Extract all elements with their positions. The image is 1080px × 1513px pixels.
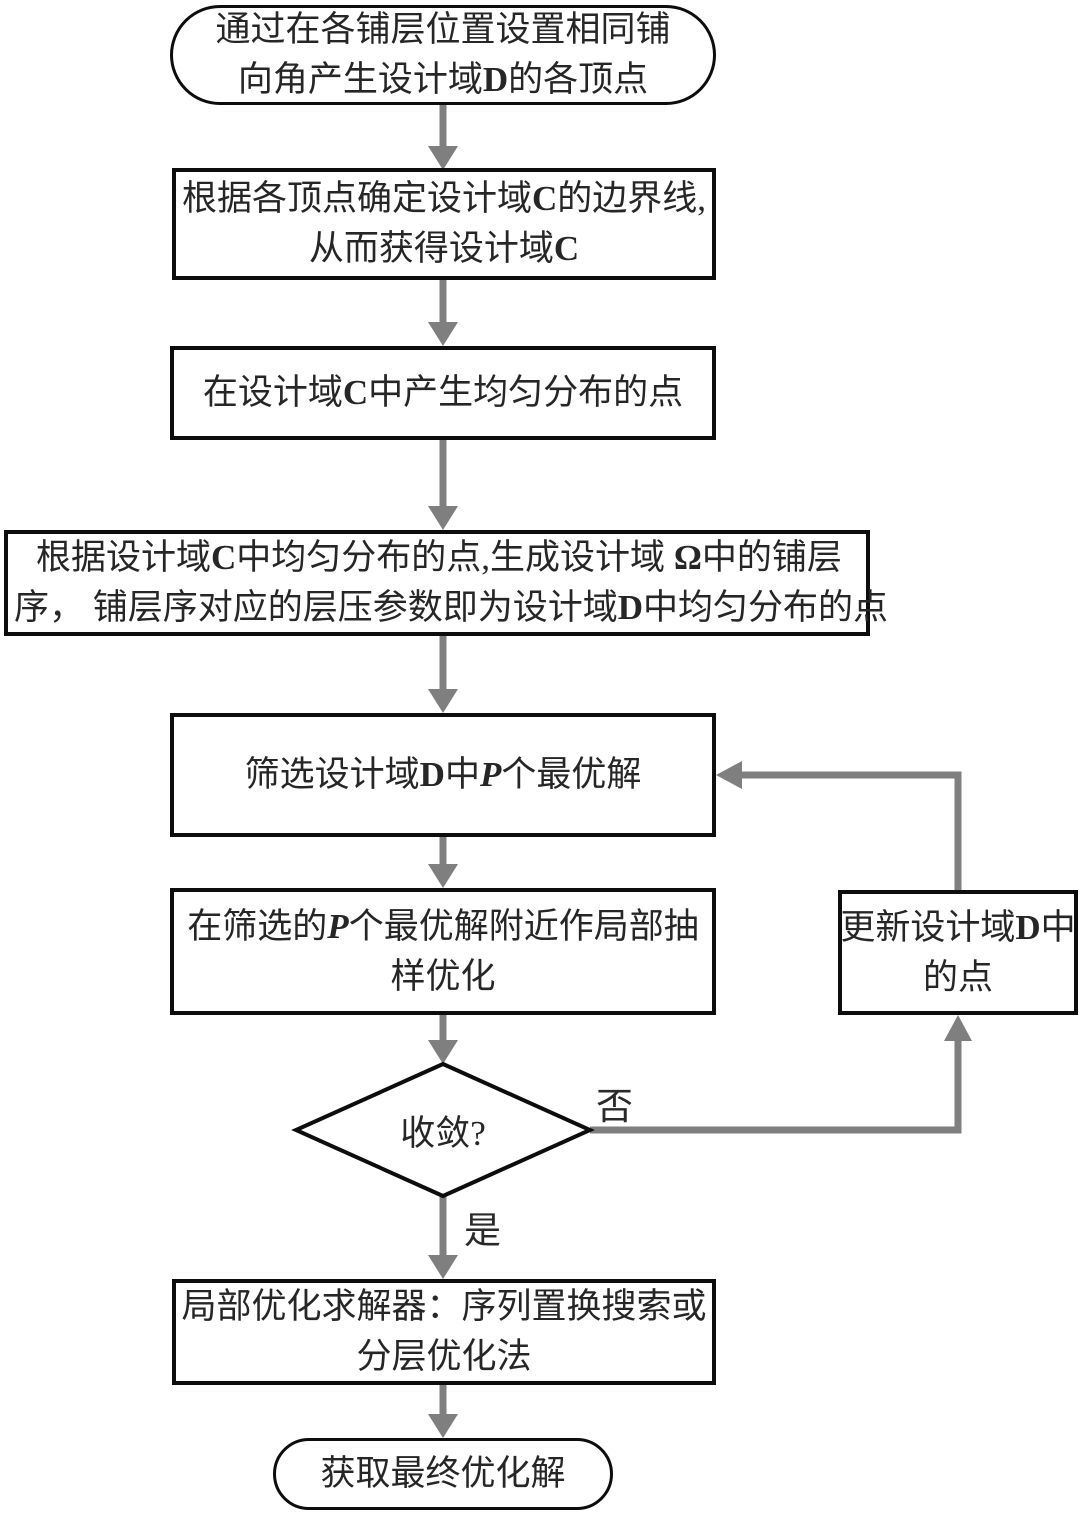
node-text: 根据设计域C中均匀分布的点,生成设计域 Ω中的铺层	[36, 538, 842, 578]
arrowhead-down-4	[428, 689, 458, 713]
node-text: 通过在各铺层位置设置相同铺	[215, 10, 671, 50]
node-text: 从而获得设计域C	[308, 229, 580, 268]
node-end-terminator: 获取最终优化解	[273, 1438, 613, 1510]
node-text: 收敛?	[400, 1114, 486, 1153]
decision-diamond-shape	[291, 1061, 595, 1199]
arrowhead-down-7	[428, 1255, 458, 1279]
node-select-best: 筛选设计域D中P个最优解	[170, 713, 716, 837]
label-yes: 是	[464, 1211, 501, 1252]
label-no: 否	[596, 1087, 633, 1128]
node-define-boundary: 根据各顶点确定设计域C的边界线, 从而获得设计域C	[172, 168, 716, 280]
node-start-terminator: 通过在各铺层位置设置相同铺 向角产生设计域D的各顶点	[170, 5, 716, 105]
node-text: 更新设计域D中	[840, 907, 1076, 947]
node-update-points: 更新设计域D中 的点	[838, 890, 1078, 1015]
node-local-solver: 局部优化求解器：序列置换搜索或 分层优化法	[172, 1279, 716, 1385]
arrowhead-down-2	[428, 322, 458, 346]
node-text: 样优化	[390, 956, 496, 996]
loop-update-to-select	[742, 771, 962, 890]
node-uniform-points: 在设计域C中产生均匀分布的点	[170, 346, 716, 440]
node-text: 的点	[922, 957, 993, 997]
arrowhead-down-5	[428, 864, 458, 888]
arrowhead-down-3	[428, 506, 458, 530]
node-text: 获取最终优化解	[320, 1454, 566, 1494]
arrowhead-left-select	[716, 761, 742, 789]
arrowhead-up-update	[944, 1015, 972, 1041]
loop-no-to-update	[590, 1041, 962, 1134]
node-generate-sequence: 根据设计域C中均匀分布的点,生成设计域 Ω中的铺层 序， 铺层序对应的层压参数即…	[4, 530, 889, 636]
node-text: 分层优化法	[356, 1337, 532, 1376]
arrowhead-down-6	[428, 1040, 458, 1064]
node-decision-converge: 收敛?	[343, 1105, 543, 1156]
node-text: 局部优化求解器：序列置换搜索或	[181, 1287, 707, 1327]
node-text: 在设计域C中产生均匀分布的点	[202, 373, 684, 413]
node-text: 根据各顶点确定设计域C的边界线,	[181, 179, 707, 219]
node-local-sampling: 在筛选的P个最优解附近作局部抽 样优化	[170, 888, 716, 1015]
arrowhead-down-1	[428, 146, 458, 170]
node-text: 向角产生设计域D的各顶点	[237, 60, 649, 99]
node-text: 筛选设计域D中P个最优解	[244, 755, 642, 795]
node-text: 序， 铺层序对应的层压参数即为设计域D中均匀分布的点	[14, 588, 889, 627]
arrowhead-down-8	[428, 1414, 458, 1438]
node-text: 在筛选的P个最优解附近作局部抽	[187, 906, 699, 946]
